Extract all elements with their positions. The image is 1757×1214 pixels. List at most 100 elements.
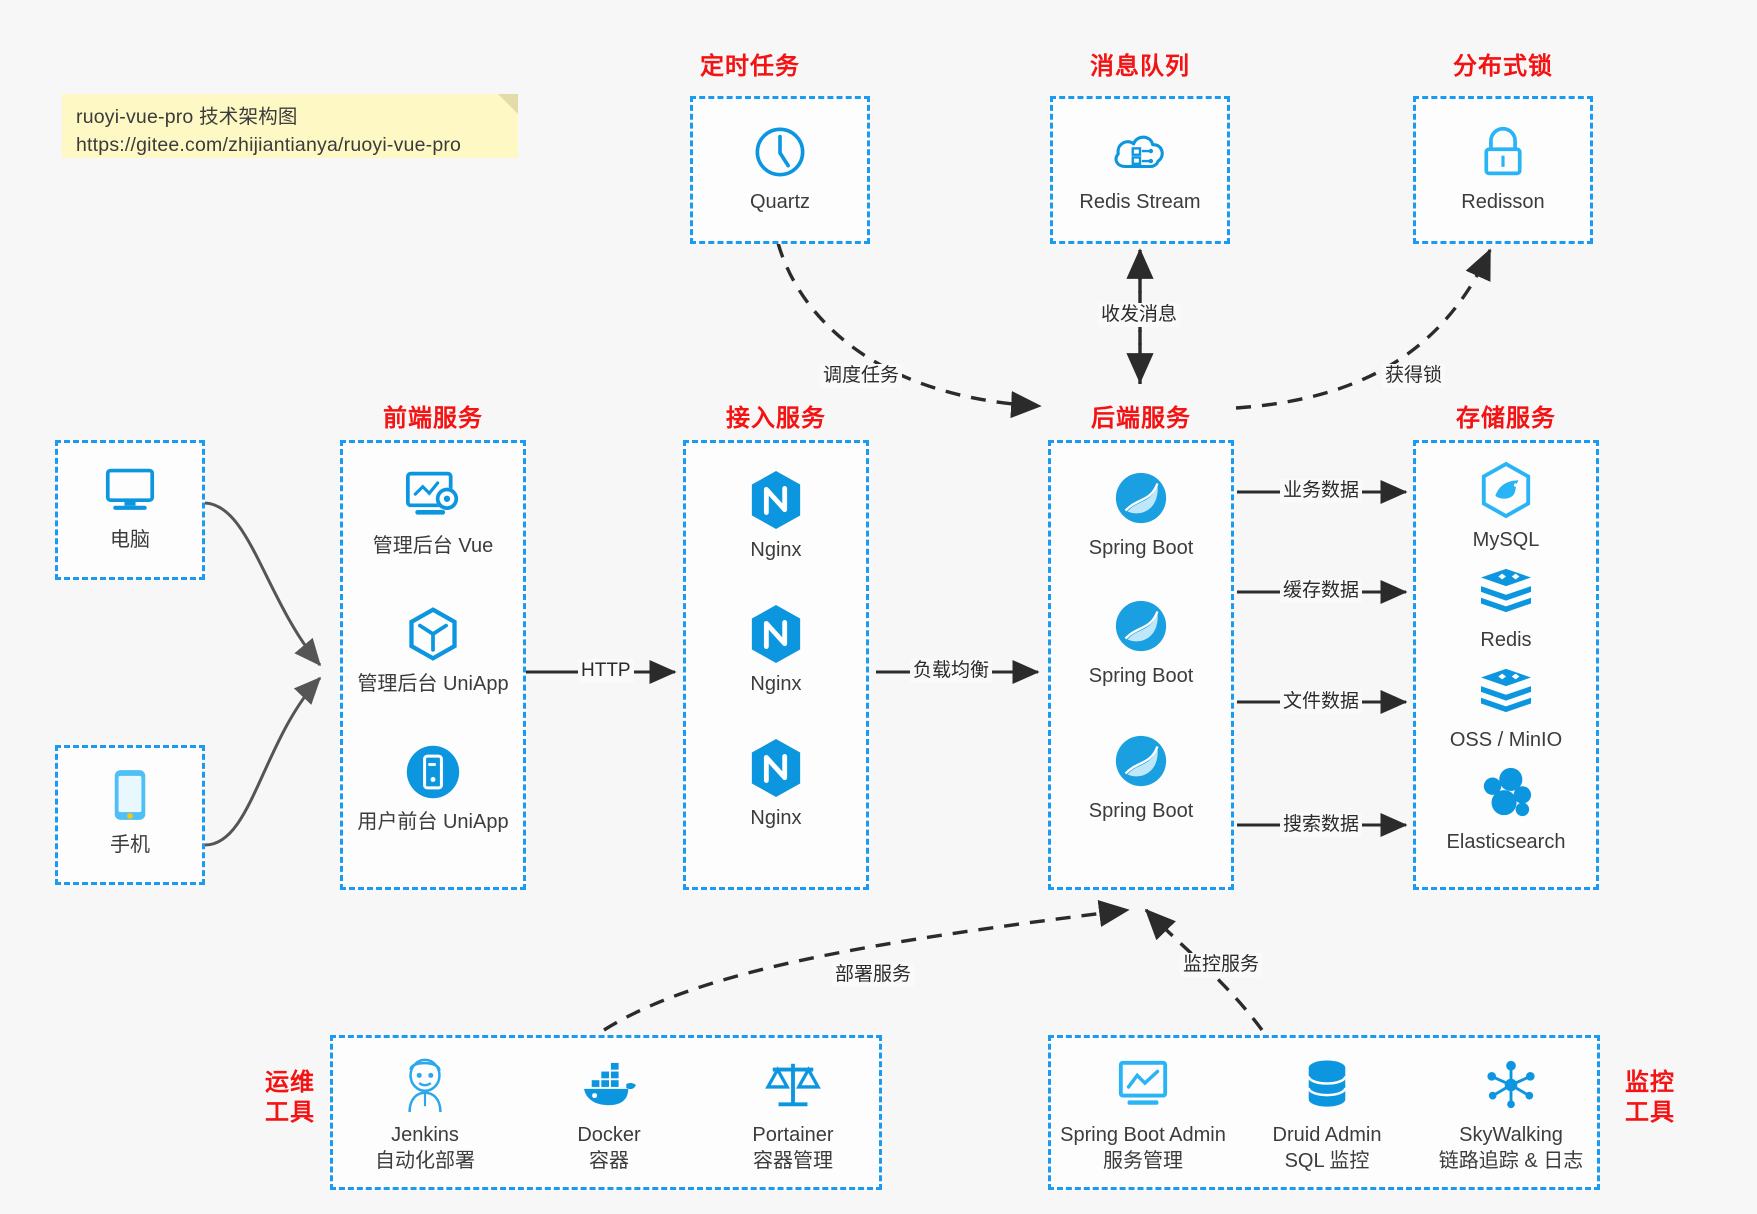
- node-mobile[interactable]: 手机: [58, 764, 202, 858]
- node-quartz[interactable]: Quartz: [693, 121, 867, 215]
- cloud-stream-icon: [1053, 121, 1227, 183]
- node-label: MySQL: [1472, 529, 1540, 551]
- node-label: Elasticsearch: [1446, 831, 1566, 853]
- node-docker[interactable]: Docker 容器: [517, 1054, 701, 1174]
- note-title: ruoyi-vue-pro 技术架构图: [76, 106, 298, 128]
- node-druid-admin[interactable]: Druid Admin SQL 监控: [1235, 1054, 1419, 1174]
- group-box-scheduled-task: Quartz: [690, 96, 870, 244]
- node-mysql[interactable]: MySQL: [1416, 459, 1596, 553]
- edge-label-monitor-service: 监控服务: [1180, 953, 1263, 977]
- node-jenkins[interactable]: Jenkins 自动化部署: [333, 1054, 517, 1174]
- node-sublabel: 容器管理: [753, 1150, 833, 1172]
- node-redis[interactable]: Redis: [1416, 559, 1596, 653]
- docker-icon: [517, 1054, 701, 1116]
- node-sublabel: 服务管理: [1103, 1150, 1183, 1172]
- group-box-gateway: Nginx Nginx Nginx: [683, 440, 869, 890]
- nginx-icon: [686, 469, 866, 531]
- diagram-note: ruoyi-vue-pro 技术架构图 https://gitee.com/zh…: [62, 94, 518, 158]
- monitor-chart-icon: [1051, 1054, 1235, 1116]
- node-label: Spring Boot: [1088, 537, 1194, 559]
- desktop-monitor-icon: [58, 459, 202, 521]
- monitoring-title-line2: 工具: [1625, 1099, 1675, 1126]
- group-box-backend: Spring Boot Spring Boot Spring Boot: [1048, 440, 1234, 890]
- node-label: Portainer: [752, 1124, 834, 1146]
- spring-boot-icon: [1051, 467, 1231, 529]
- group-title-monitoring: 监控 工具: [1610, 1068, 1690, 1128]
- node-sublabel: 容器: [589, 1150, 629, 1172]
- node-redis-stream[interactable]: Redis Stream: [1053, 121, 1227, 215]
- node-label: Spring Boot Admin: [1060, 1124, 1226, 1146]
- nginx-icon: [686, 603, 866, 665]
- node-spring-boot-1[interactable]: Spring Boot: [1051, 467, 1231, 561]
- group-box-client-desktop: 电脑: [55, 440, 205, 580]
- spring-boot-icon: [1051, 730, 1231, 792]
- node-sublabel: 自动化部署: [375, 1150, 475, 1172]
- node-nginx-2[interactable]: Nginx: [686, 603, 866, 697]
- database-icon: [1235, 1054, 1419, 1116]
- cube-icon: [343, 603, 523, 665]
- edge-label-schedule-task: 调度任务: [820, 364, 903, 388]
- mysql-icon: [1416, 459, 1596, 521]
- group-box-storage: MySQL Redis: [1413, 440, 1599, 890]
- node-portainer[interactable]: Portainer 容器管理: [701, 1054, 885, 1174]
- lock-icon: [1416, 121, 1590, 183]
- group-title-backend: 后端服务: [1091, 405, 1191, 432]
- group-box-frontend: 管理后台 Vue 管理后台 UniApp 用户前台 UniApp: [340, 440, 526, 890]
- group-title-message-queue: 消息队列: [1090, 53, 1190, 80]
- node-desktop[interactable]: 电脑: [58, 459, 202, 553]
- node-label: SkyWalking: [1459, 1124, 1563, 1146]
- group-title-distributed-lock: 分布式锁: [1453, 53, 1553, 80]
- group-title-storage: 存储服务: [1456, 405, 1556, 432]
- node-label: Spring Boot: [1088, 665, 1194, 687]
- group-title-devops: 运维 工具: [250, 1068, 330, 1128]
- node-label: Redisson: [1461, 191, 1545, 213]
- monitoring-title-line1: 监控: [1625, 1069, 1675, 1096]
- node-label: 用户前台 UniApp: [357, 811, 509, 833]
- node-spring-boot-3[interactable]: Spring Boot: [1051, 730, 1231, 824]
- devops-title-line2: 工具: [265, 1099, 315, 1126]
- mobile-phone-icon: [58, 764, 202, 826]
- edge-label-cache-data: 缓存数据: [1280, 579, 1363, 603]
- nginx-icon: [686, 737, 866, 799]
- group-title-scheduled-task: 定时任务: [700, 53, 800, 80]
- node-spring-boot-admin[interactable]: Spring Boot Admin 服务管理: [1051, 1054, 1235, 1174]
- node-label: OSS / MinIO: [1449, 729, 1563, 751]
- app-circle-icon: [343, 741, 523, 803]
- node-nginx-1[interactable]: Nginx: [686, 469, 866, 563]
- devops-title-line1: 运维: [265, 1069, 315, 1096]
- node-user-uniapp[interactable]: 用户前台 UniApp: [343, 741, 523, 835]
- group-box-client-mobile: 手机: [55, 745, 205, 885]
- edge-label-search-data: 搜索数据: [1280, 813, 1363, 837]
- node-label: Redis: [1480, 629, 1532, 651]
- node-spring-boot-2[interactable]: Spring Boot: [1051, 595, 1231, 689]
- node-label: Spring Boot: [1088, 800, 1194, 822]
- node-label: Quartz: [749, 191, 811, 213]
- node-elasticsearch[interactable]: Elasticsearch: [1416, 761, 1596, 855]
- node-label: Nginx: [750, 539, 802, 561]
- clock-icon: [693, 121, 867, 183]
- group-box-message-queue: Redis Stream: [1050, 96, 1230, 244]
- group-title-gateway: 接入服务: [726, 405, 826, 432]
- portainer-scales-icon: [701, 1054, 885, 1116]
- skywalking-icon: [1419, 1054, 1603, 1116]
- node-label: 管理后台 UniApp: [357, 673, 509, 695]
- node-label: 管理后台 Vue: [372, 535, 494, 557]
- dashboard-gear-icon: [343, 465, 523, 527]
- edge-label-http: HTTP: [578, 659, 634, 683]
- node-sublabel: 链路追踪 & 日志: [1438, 1150, 1584, 1172]
- oss-icon: [1416, 659, 1596, 721]
- edge-label-business-data: 业务数据: [1280, 479, 1363, 503]
- node-admin-vue[interactable]: 管理后台 Vue: [343, 465, 523, 559]
- node-label: Nginx: [750, 673, 802, 695]
- edge-label-send-recv-msg: 收发消息: [1098, 303, 1181, 327]
- node-nginx-3[interactable]: Nginx: [686, 737, 866, 831]
- group-box-monitoring: Spring Boot Admin 服务管理 Druid Admin SQL 监…: [1048, 1035, 1600, 1190]
- node-redisson[interactable]: Redisson: [1416, 121, 1590, 215]
- edge-label-file-data: 文件数据: [1280, 690, 1363, 714]
- node-label: Jenkins: [391, 1124, 459, 1146]
- node-admin-uniapp[interactable]: 管理后台 UniApp: [343, 603, 523, 697]
- node-oss-minio[interactable]: OSS / MinIO: [1416, 659, 1596, 753]
- edge-label-deploy-service: 部署服务: [832, 963, 915, 987]
- node-skywalking[interactable]: SkyWalking 链路追踪 & 日志: [1419, 1054, 1603, 1174]
